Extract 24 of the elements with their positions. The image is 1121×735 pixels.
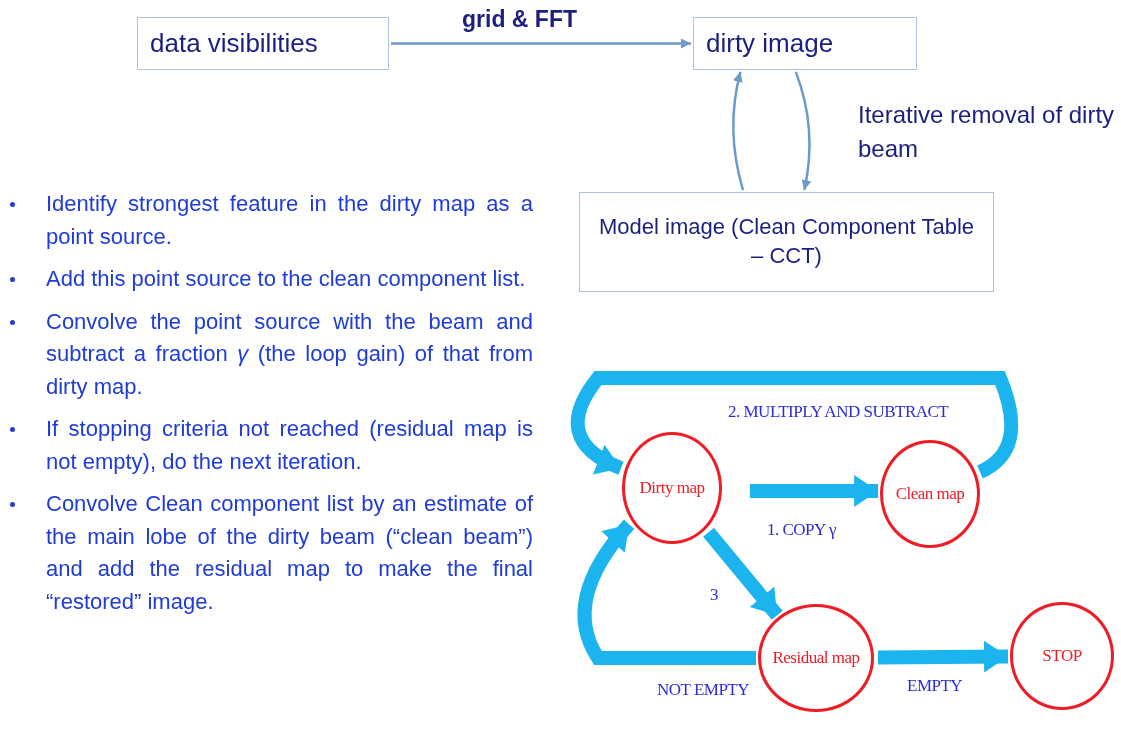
process-box <box>137 17 389 70</box>
edge-label: grid & FFT <box>460 6 579 33</box>
node-label: data visibilities <box>150 26 318 60</box>
bullet-text: If stopping criteria not reached (residual map is not empty), do the next iteration. <box>46 415 533 476</box>
arrow <box>749 475 879 507</box>
arrow <box>794 71 812 191</box>
bullet-text: Convolve Clean component list by an estimate of the main lobe of the dirty beam (“clean beam”) and add the residual map to make the final “restored” image. <box>46 490 533 616</box>
process-box <box>579 192 994 292</box>
arrow <box>391 38 691 49</box>
note-text: Iterative removal of dirty beam <box>858 100 1116 164</box>
bullet-text: Convolve the point source with the beam and subtract a fraction γ (the loop gain) of that from dirty map. <box>46 307 533 401</box>
arrow <box>577 519 756 665</box>
node-label: STOP <box>1042 646 1082 666</box>
node-label: dirty image <box>706 26 834 60</box>
node-label: Model image (Clean Component Table – CCT) <box>598 213 975 270</box>
bullet-text: Add this point source to the clean component list. <box>46 265 527 293</box>
node-label: Residual map <box>772 648 860 668</box>
node-label: Dirty map <box>639 478 705 498</box>
arrow <box>732 71 745 191</box>
bullet-text: Identify strongest feature in the dirty map as a point source. <box>46 190 533 251</box>
node-label: Clean map <box>895 484 965 504</box>
arrow <box>703 527 783 620</box>
arrow <box>877 640 1009 673</box>
process-box <box>693 17 917 70</box>
